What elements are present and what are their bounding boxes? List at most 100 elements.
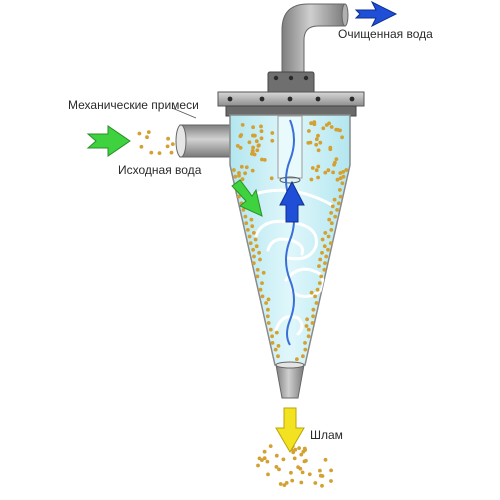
particle (238, 145, 243, 150)
particle (289, 470, 293, 475)
particle (320, 237, 325, 242)
particle (253, 237, 258, 242)
particle (232, 168, 236, 172)
particle (169, 150, 174, 155)
particle (146, 130, 151, 135)
particle (320, 474, 325, 478)
particle (307, 472, 312, 477)
particle (252, 133, 256, 138)
particle (321, 126, 326, 131)
particle (256, 463, 260, 468)
particle (317, 281, 322, 285)
particle (274, 453, 279, 458)
green-internal-arrow-icon (231, 179, 263, 217)
particle (301, 449, 306, 454)
particle (246, 228, 250, 232)
particle (258, 287, 263, 292)
particle (257, 456, 262, 461)
particle (259, 136, 264, 141)
outlet-pipe (281, 3, 349, 81)
clean-water-label: Очищенная вода (338, 27, 433, 41)
particle (319, 274, 324, 279)
particle (318, 468, 322, 473)
particle (330, 204, 335, 209)
blue-up-arrow-icon (279, 180, 305, 223)
particle (323, 261, 327, 265)
particle (306, 327, 311, 332)
particle (323, 231, 328, 235)
particle (250, 224, 255, 229)
particle (251, 145, 256, 150)
particle (255, 267, 260, 272)
particle (260, 157, 264, 162)
particle (338, 171, 343, 175)
particle (323, 457, 328, 462)
particle (316, 148, 321, 153)
particle (305, 317, 309, 322)
particle (240, 177, 245, 182)
particle (318, 257, 323, 262)
particle (300, 470, 305, 475)
particle (299, 452, 304, 457)
particle (149, 150, 154, 155)
green-arrow-icon (86, 125, 131, 157)
particle (165, 144, 170, 149)
particle (250, 148, 255, 153)
particle (344, 168, 349, 172)
particle (322, 267, 327, 272)
particle (270, 334, 274, 339)
particle (260, 281, 264, 285)
particle (324, 254, 329, 259)
particle (269, 176, 274, 181)
particle (313, 481, 318, 485)
particle (262, 449, 267, 454)
particle (261, 270, 266, 275)
particle (317, 264, 321, 268)
particle (247, 140, 252, 145)
particle (329, 479, 333, 483)
particle (334, 157, 339, 162)
particle (333, 214, 338, 219)
particle (333, 160, 337, 165)
particle (341, 170, 346, 174)
particle (314, 137, 319, 142)
particle (249, 217, 254, 222)
particle (326, 168, 331, 173)
particle (277, 467, 281, 472)
particle (316, 175, 320, 180)
vortex-finder (277, 115, 303, 179)
particle (273, 347, 278, 352)
inlet-pipe (175, 124, 233, 158)
particle (336, 127, 340, 132)
particle (304, 458, 308, 463)
particle (302, 446, 307, 451)
particle (307, 129, 311, 133)
particle (243, 171, 248, 176)
particle (170, 142, 175, 147)
particle (329, 228, 334, 232)
particle (297, 446, 301, 450)
particle (251, 261, 256, 265)
particle (296, 465, 300, 469)
particle (237, 173, 241, 178)
particle (139, 144, 144, 149)
particle (336, 201, 341, 206)
particle (295, 357, 299, 362)
particle (251, 247, 256, 252)
particle (309, 290, 314, 295)
particle (313, 294, 317, 299)
particle (340, 135, 344, 140)
particle (335, 208, 339, 212)
particle (323, 170, 328, 175)
particle (251, 125, 256, 130)
particle (309, 121, 313, 126)
particle (290, 478, 295, 483)
particle (257, 143, 261, 148)
top-collar (267, 71, 315, 95)
particle (281, 457, 286, 462)
particle (329, 211, 333, 215)
particle (326, 247, 330, 252)
particle (338, 176, 343, 181)
impurities-label: Механические примеси (68, 98, 199, 112)
